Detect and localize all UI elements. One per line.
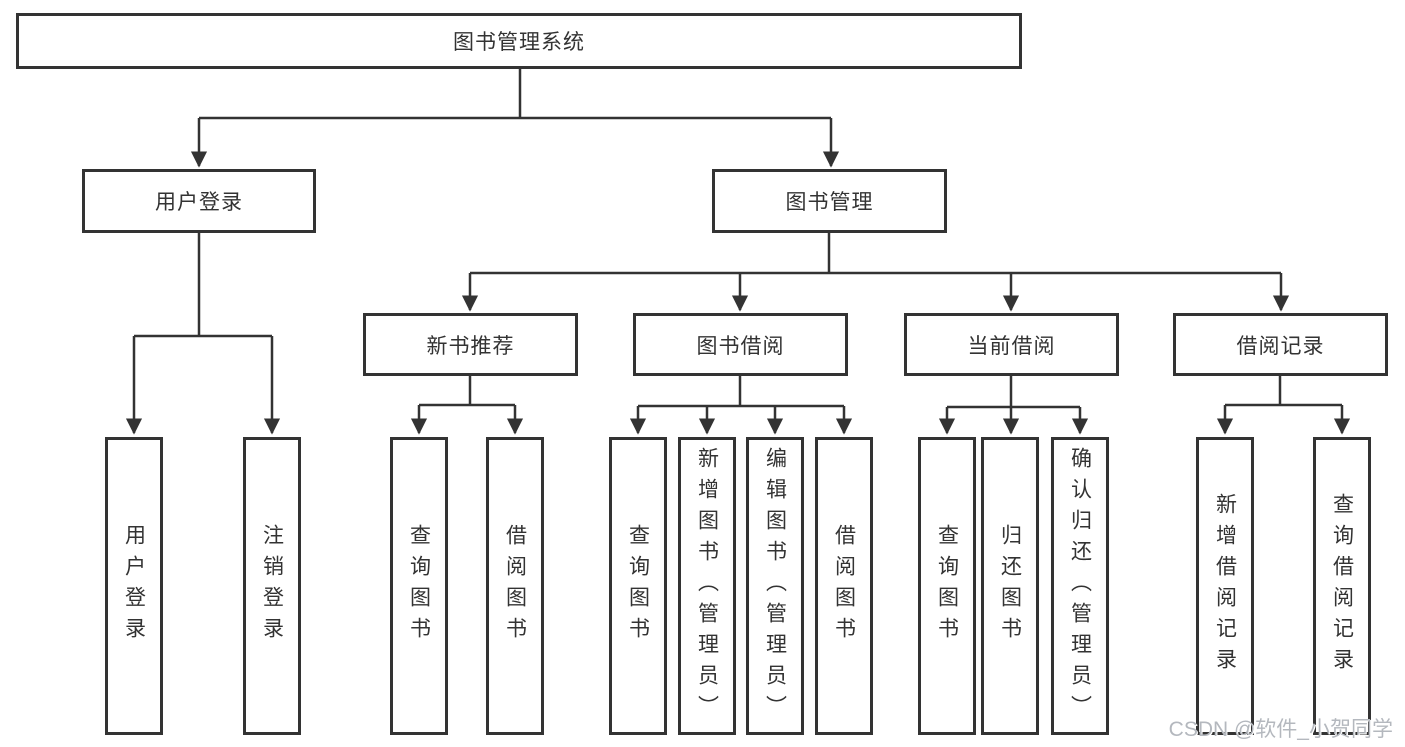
node-new-book-recommend: 新书推荐 bbox=[363, 313, 578, 376]
leaf-borrow-query-books-label: 查询图书 bbox=[626, 524, 650, 648]
node-book-borrow-label: 图书借阅 bbox=[696, 334, 785, 358]
leaf-current-confirm-return-admin-label: 确认归还（管理员） bbox=[1068, 446, 1092, 726]
csdn-watermark: CSDN @软件_小贺同学 bbox=[1168, 718, 1393, 741]
leaf-borrow-borrow-books: 借阅图书 bbox=[815, 437, 873, 735]
leaf-records-add-record: 新增借阅记录 bbox=[1196, 437, 1254, 735]
leaf-logout: 注销登录 bbox=[243, 437, 301, 735]
node-new-book-recommend-label: 新书推荐 bbox=[426, 334, 515, 358]
node-book-borrow: 图书借阅 bbox=[633, 313, 848, 376]
node-user-login: 用户登录 bbox=[82, 169, 316, 233]
leaf-recommend-query-books-label: 查询图书 bbox=[407, 524, 431, 648]
node-book-management: 图书管理 bbox=[712, 169, 947, 233]
node-user-login-label: 用户登录 bbox=[155, 191, 243, 214]
leaf-current-return-books: 归还图书 bbox=[981, 437, 1039, 735]
node-book-management-label: 图书管理 bbox=[785, 191, 874, 214]
leaf-user-login-label: 用户登录 bbox=[122, 524, 146, 648]
leaf-user-login: 用户登录 bbox=[105, 437, 163, 735]
leaf-records-query-record: 查询借阅记录 bbox=[1313, 437, 1371, 735]
leaf-current-query-books-label: 查询图书 bbox=[935, 524, 959, 648]
leaf-records-add-record-label: 新增借阅记录 bbox=[1213, 493, 1237, 679]
leaf-borrow-edit-books-admin: 编辑图书（管理员） bbox=[746, 437, 804, 735]
leaf-logout-label: 注销登录 bbox=[260, 524, 284, 648]
leaf-current-query-books: 查询图书 bbox=[918, 437, 976, 735]
leaf-borrow-add-books-admin: 新增图书（管理员） bbox=[678, 437, 736, 735]
node-root-label: 图书管理系统 bbox=[453, 31, 585, 54]
leaf-current-return-books-label: 归还图书 bbox=[998, 524, 1022, 648]
leaf-recommend-query-books: 查询图书 bbox=[390, 437, 448, 735]
leaf-borrow-edit-books-admin-label: 编辑图书（管理员） bbox=[763, 446, 787, 726]
node-current-borrow-label: 当前借阅 bbox=[967, 334, 1056, 358]
leaf-recommend-borrow-books: 借阅图书 bbox=[486, 437, 544, 735]
node-current-borrow: 当前借阅 bbox=[904, 313, 1119, 376]
leaf-recommend-borrow-books-label: 借阅图书 bbox=[503, 524, 527, 648]
leaf-borrow-borrow-books-label: 借阅图书 bbox=[832, 524, 856, 648]
leaf-borrow-add-books-admin-label: 新增图书（管理员） bbox=[695, 446, 719, 726]
leaf-records-query-record-label: 查询借阅记录 bbox=[1330, 493, 1354, 679]
leaf-borrow-query-books: 查询图书 bbox=[609, 437, 667, 735]
node-borrow-records-label: 借阅记录 bbox=[1236, 334, 1325, 358]
node-root: 图书管理系统 bbox=[16, 13, 1022, 69]
leaf-current-confirm-return-admin: 确认归还（管理员） bbox=[1051, 437, 1109, 735]
node-borrow-records: 借阅记录 bbox=[1173, 313, 1388, 376]
